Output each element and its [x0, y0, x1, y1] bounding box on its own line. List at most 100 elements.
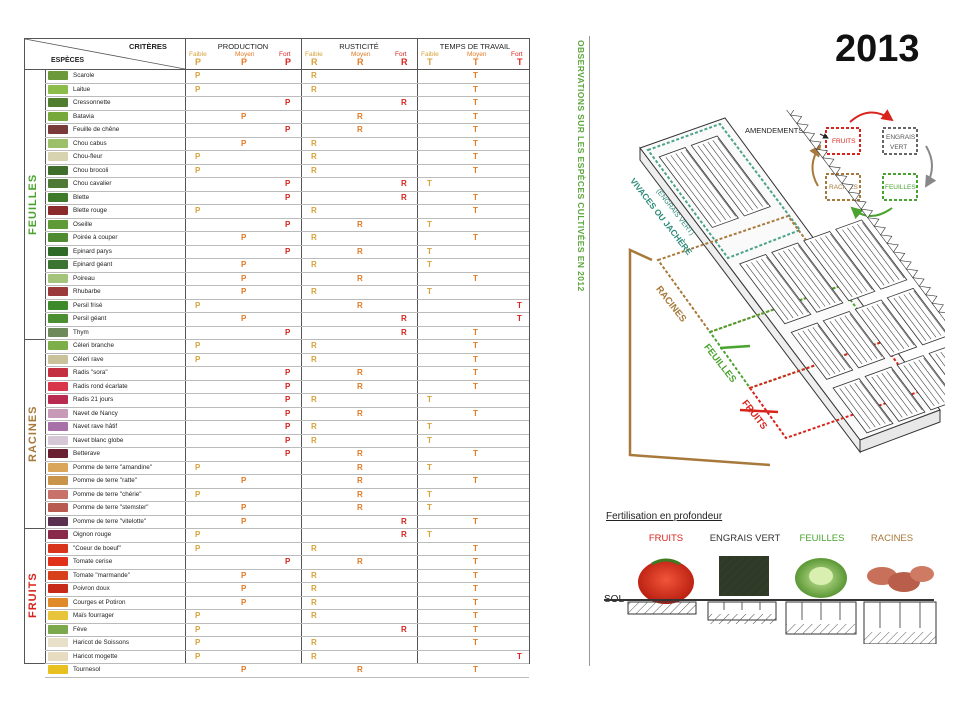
species-thumbnail: [48, 611, 68, 620]
species-thumbnail: [48, 570, 68, 580]
rating-mark: P: [241, 273, 247, 283]
planting-bed: [832, 378, 894, 434]
rating-mark: T: [427, 489, 432, 499]
row-separator: [45, 325, 529, 327]
row-separator: [45, 501, 529, 502]
rating-mark: R: [357, 665, 363, 674]
rating-mark: R: [311, 584, 317, 593]
bed-row: [810, 240, 853, 297]
species-thumbnail: [48, 327, 68, 337]
rating-mark: R: [311, 341, 317, 350]
rating-mark: R: [401, 314, 407, 323]
category-label-fruits: FRUITS: [27, 572, 39, 619]
species-name: Courges et Potiron: [73, 598, 126, 606]
species-name: Radis rond écarlate: [73, 382, 128, 390]
row-separator: [45, 190, 529, 192]
bed-row: [812, 327, 846, 371]
rating-mark: T: [473, 476, 478, 485]
rating-mark: T: [473, 611, 478, 620]
species-name: Tomate "marmande": [73, 571, 130, 579]
bed-row: [670, 155, 721, 222]
bed-row: [756, 260, 799, 317]
row-separator: [45, 271, 529, 273]
row-separator: [45, 244, 529, 246]
rating-mark: P: [195, 489, 201, 499]
bed-row: [829, 320, 863, 365]
rating-mark: T: [473, 165, 478, 175]
planting-bed: [886, 287, 945, 346]
rating-mark: R: [357, 476, 363, 485]
rating-mark: R: [357, 408, 363, 418]
bed-row: [712, 140, 763, 207]
fertilisation-column-label: FRUITS: [648, 533, 684, 544]
bed-row: [802, 330, 836, 374]
rating-mark: R: [357, 462, 363, 472]
species-thumbnail: [48, 300, 68, 310]
bed-row: [834, 319, 868, 363]
bed-row: [817, 325, 851, 369]
level-letter: P: [241, 57, 248, 67]
rating-mark: T: [473, 557, 478, 566]
row-separator: [45, 312, 529, 313]
species-thumbnail: [48, 206, 68, 215]
rating-mark: T: [473, 111, 478, 121]
edge-tooth: [867, 217, 880, 227]
rating-mark: P: [285, 395, 291, 404]
row-separator: [45, 541, 529, 543]
species-thumbnail: [48, 138, 68, 148]
rating-mark: P: [241, 503, 247, 512]
row-separator: [45, 582, 529, 583]
row-separator: [45, 663, 529, 664]
rating-mark: R: [357, 300, 363, 310]
rating-mark: T: [473, 381, 478, 391]
species-thumbnail: [48, 192, 68, 202]
rating-mark: T: [473, 354, 478, 364]
row-separator: [45, 474, 529, 475]
rating-mark: R: [311, 543, 317, 553]
rating-mark: R: [357, 273, 363, 283]
fertilisation-title: Fertilisation en profondeur: [606, 511, 723, 522]
row-separator: [45, 622, 529, 624]
edge-tooth: [847, 191, 861, 202]
bed-row: [783, 250, 826, 307]
species-thumbnail: [48, 476, 68, 485]
rating-mark: R: [311, 651, 317, 661]
species-thumbnail: [48, 449, 68, 458]
level-label: Moyen: [351, 51, 371, 58]
rating-mark: R: [311, 597, 317, 607]
rating-mark: T: [473, 341, 478, 350]
rating-mark: R: [311, 233, 317, 242]
row-separator: [45, 136, 529, 138]
row-separator: [45, 406, 529, 408]
separator: [589, 36, 590, 666]
rating-mark: R: [357, 381, 363, 391]
level-label: Fort: [395, 51, 407, 58]
edge-tooth: [809, 140, 822, 150]
species-thumbnail: [48, 233, 68, 242]
bed-row: [665, 156, 716, 224]
species-thumbnail: [48, 597, 68, 607]
bed-row: [881, 302, 915, 346]
rating-mark: T: [473, 570, 478, 580]
cycle-racines: RACINES: [829, 184, 858, 191]
group-divider: [301, 39, 302, 663]
year-title: 2013: [835, 28, 920, 70]
bed-row: [830, 233, 873, 290]
rating-mark: R: [311, 435, 317, 445]
rating-mark: T: [473, 638, 478, 647]
bed-row: [842, 229, 885, 286]
rating-mark: P: [195, 84, 201, 94]
row-separator: [45, 339, 529, 340]
rating-mark: T: [473, 327, 478, 337]
species-name: Persil géant: [73, 315, 107, 322]
